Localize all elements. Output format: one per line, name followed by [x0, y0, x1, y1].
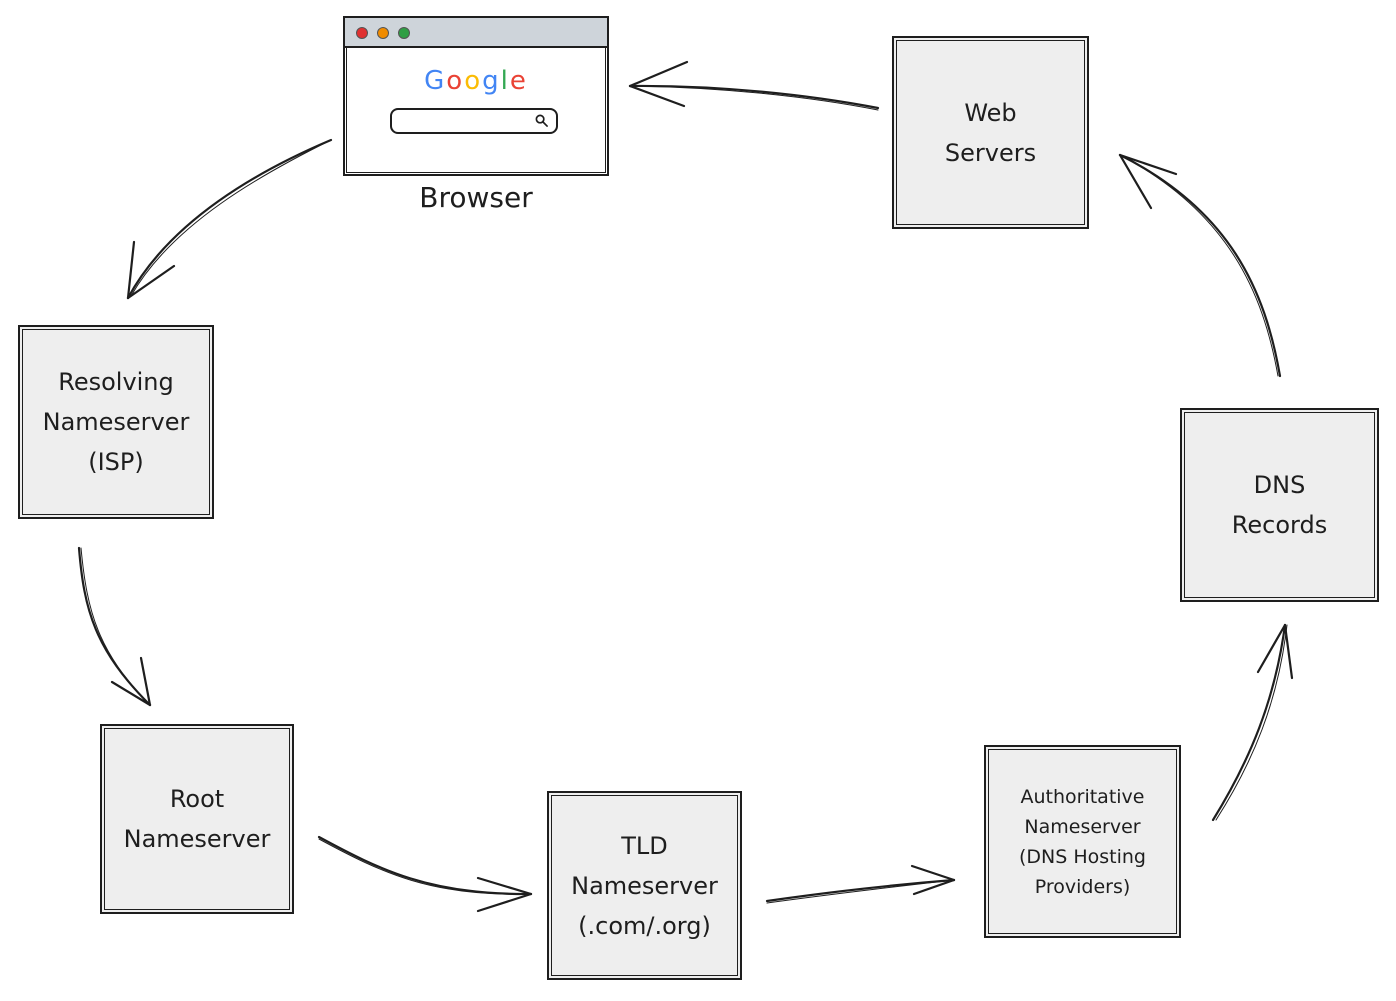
close-window-icon	[356, 27, 368, 39]
logo-letter: o	[464, 66, 483, 96]
logo-letter: l	[500, 66, 510, 96]
arrow-authoritative-to-dns-records	[1211, 623, 1294, 822]
logo-letter: G	[424, 66, 447, 96]
authoritative-nameserver-box: Authoritative Nameserver (DNS Hosting Pr…	[984, 745, 1181, 938]
browser-title-bar	[345, 18, 607, 48]
arrow-root-to-tld	[317, 835, 533, 913]
node-label: Authoritative Nameserver (DNS Hosting Pr…	[1019, 785, 1146, 898]
root-nameserver-box: Root Nameserver	[100, 724, 294, 914]
web-servers-box: Web Servers	[892, 36, 1089, 229]
logo-letter: e	[509, 66, 528, 96]
resolving-nameserver-box: Resolving Nameserver (ISP)	[18, 325, 214, 519]
search-icon	[535, 114, 548, 127]
arrow-browser-to-resolving	[126, 138, 333, 300]
node-label: TLD Nameserver (.com/.org)	[571, 831, 718, 940]
node-label: Resolving Nameserver (ISP)	[42, 368, 190, 476]
minimize-window-icon	[377, 27, 389, 39]
browser-label: Browser	[419, 181, 533, 214]
logo-letter: g	[482, 66, 501, 96]
arrow-tld-to-authoritative	[765, 864, 956, 904]
node-label: Root Nameserver	[123, 785, 271, 853]
search-input[interactable]	[390, 108, 558, 134]
tld-nameserver-box: TLD Nameserver (.com/.org)	[547, 791, 742, 980]
arrow-resolving-to-root	[77, 546, 152, 707]
logo-letter: o	[446, 66, 465, 96]
google-logo: Google	[345, 66, 607, 96]
dns-records-box: DNS Records	[1180, 408, 1379, 602]
node-label: Web Servers	[944, 98, 1037, 167]
browser-window: Google	[343, 16, 609, 176]
arrow-web-servers-to-browser	[628, 60, 880, 111]
node-label: DNS Records	[1231, 471, 1328, 539]
maximize-window-icon	[398, 27, 410, 39]
arrow-dns-records-to-web-servers	[1118, 153, 1282, 378]
